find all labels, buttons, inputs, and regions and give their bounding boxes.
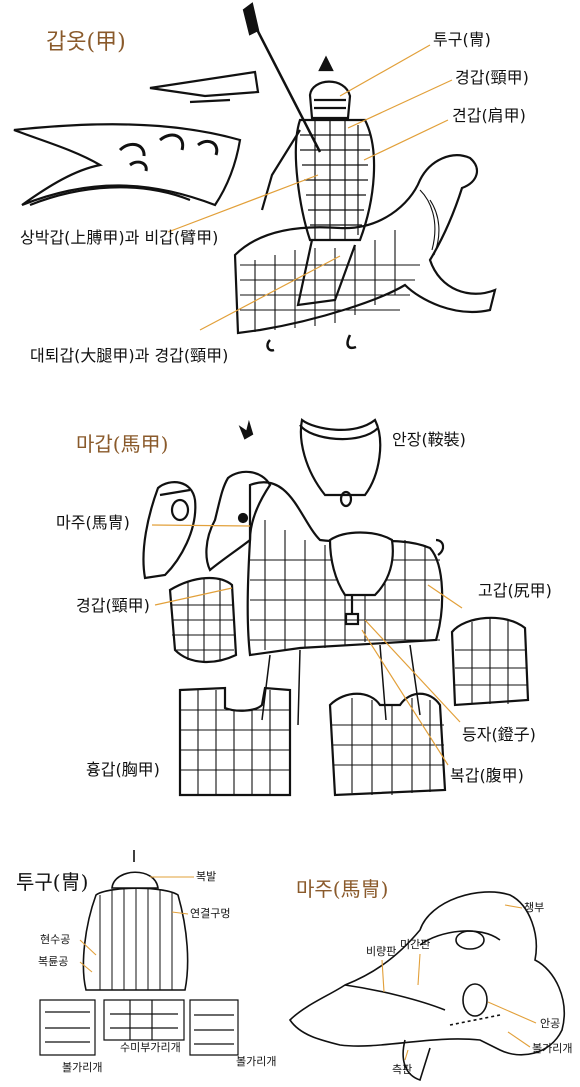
label-mask-cheek-guard: 볼가리개 — [532, 1042, 573, 1055]
horse-mask-piece — [142, 481, 197, 580]
helmet-drawing — [39, 850, 239, 1056]
saddle-drawing — [299, 418, 382, 508]
label-neck-guard: 경갑(頸甲) — [455, 68, 529, 87]
label-biryang-plate: 비량판 — [366, 945, 397, 958]
leader-lines-section2 — [151, 524, 463, 766]
armored-horse-2 — [205, 419, 445, 726]
label-cheek-guard-right: 볼가리개 — [236, 1055, 277, 1068]
label-bokbal: 복발 — [196, 870, 217, 883]
horse-mask-detail-title: 마주(馬冑) — [296, 877, 389, 901]
armored-rider — [260, 55, 376, 307]
label-helmet: 투구(冑) — [433, 30, 491, 49]
label-saddle: 안장(鞍裝) — [392, 430, 466, 449]
label-hyeonsugong: 현수공 — [40, 933, 71, 946]
helmet-detail-title: 투구(冑) — [16, 870, 89, 894]
label-cheongbu: 챙부 — [524, 901, 545, 914]
armored-horse-1 — [233, 154, 497, 352]
label-side-plate: 측판 — [392, 1063, 413, 1076]
label-stirrup: 등자(鐙子) — [462, 725, 536, 744]
label-horse-mask: 마주(馬冑) — [56, 513, 130, 532]
horse-belly-piece — [328, 692, 447, 797]
label-migan-plate: 미간판 — [400, 938, 431, 951]
horse-chest-piece — [178, 686, 292, 797]
label-connecting-holes: 연결구멍 — [190, 907, 231, 920]
label-belly-guard: 복갑(腹甲) — [450, 766, 524, 785]
label-arm-guards: 상박갑(上膊甲)과 비갑(臂甲) — [20, 228, 219, 247]
leader-lines-section3 — [79, 876, 537, 1061]
label-eye-hole: 안공 — [540, 1017, 561, 1030]
armor-section-title: 갑옷(甲) — [46, 30, 126, 55]
label-shoulder-guard: 견갑(肩甲) — [452, 106, 526, 125]
label-chest-guard: 흉갑(胸甲) — [86, 760, 160, 779]
leader-lines-section1 — [167, 44, 453, 331]
horse-rump-piece — [450, 616, 530, 707]
label-rump-guard: 고갑(尻甲) — [478, 581, 552, 600]
label-neck-cover: 수미부가리개 — [120, 1041, 181, 1054]
label-cheek-guard-left: 볼가리개 — [62, 1061, 103, 1074]
label-horse-neck-guard: 경갑(頸甲) — [76, 596, 150, 615]
horse-neck-piece — [168, 576, 238, 664]
horse-mask-drawing — [288, 891, 565, 1082]
label-thigh-neck-guard: 대퇴갑(大腿甲)과 경갑(頸甲) — [30, 346, 229, 365]
horse-armor-section-title: 마갑(馬甲) — [76, 432, 169, 456]
banner-flag — [13, 70, 260, 207]
label-bokryungong: 복륜공 — [38, 955, 69, 968]
